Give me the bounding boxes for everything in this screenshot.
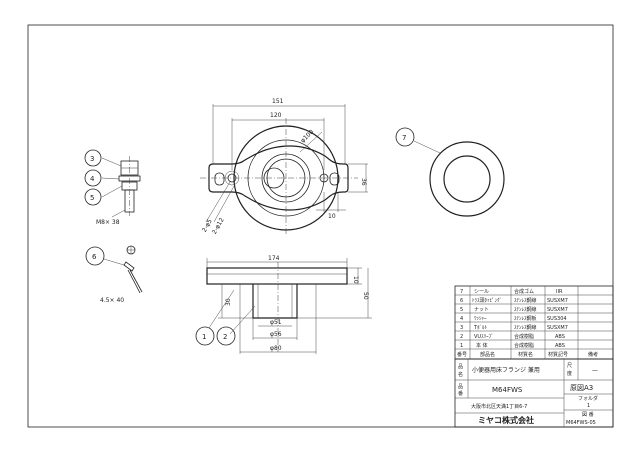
bolt-hole-right: [319, 173, 329, 183]
part-spec-5: SUSXM7: [547, 307, 568, 313]
part-name-1: 本 体: [476, 342, 488, 349]
part-name-3: Tﾎﾞﾙﾄ: [473, 324, 488, 331]
seal-outer: [429, 141, 505, 217]
part-spec-7: IIR: [556, 289, 563, 295]
slot-left: [214, 172, 225, 186]
title-block: 品 名 小便器用床フランジ 兼用 尺 度 — 品 番 M64FWS 原図A3 大…: [454, 358, 614, 428]
header-spec: 材質記号: [548, 351, 568, 358]
dim-diameter-56: φ56: [270, 331, 282, 338]
screw-head: [123, 261, 135, 272]
part-name-5: ナット: [474, 307, 489, 313]
flange-side: [206, 267, 348, 285]
tb-scale-label-b: 度: [567, 370, 572, 377]
part-material-3: ｽﾃﾝﾚｽ鋼線: [514, 324, 537, 331]
part-spec-2: ABS: [555, 334, 565, 340]
part-name-6: ﾄﾗｽ頭ﾀｯﾋﾟﾝｸﾞ: [472, 297, 502, 304]
paper-size: 原図A3: [570, 384, 593, 392]
seal-inner: [443, 155, 491, 203]
part-name-4: ﾜｯｼｬｰ: [474, 316, 487, 322]
part-no-5: 5: [460, 307, 463, 313]
dim-diameter-80: φ80: [270, 345, 282, 352]
bolt-detail: M8× 38: [96, 156, 141, 226]
dim-hole-b: 2-φ12: [211, 217, 226, 236]
part-name-2: VUｽﾘｰﾌﾞ: [474, 333, 494, 340]
part-spec-3: SUSXM7: [547, 325, 568, 331]
part-no-1: 1: [460, 343, 463, 349]
part-spec-4: SUS304: [547, 316, 567, 322]
model-number: M64FWS: [492, 386, 523, 394]
flange-outline: [208, 145, 349, 211]
sheet-border: [27, 24, 614, 428]
part-material-2: 合成樹脂: [514, 333, 534, 340]
part-no-6: 6: [460, 298, 463, 304]
balloon-7: 7: [402, 134, 406, 142]
dim-bottom-width: 174: [268, 255, 280, 262]
part-no-2: 2: [460, 334, 463, 340]
tb-model-label-b: 番: [458, 390, 463, 397]
part-spec-6: SUSXM7: [547, 298, 568, 304]
product-name: 小便器用床フランジ 兼用: [472, 366, 540, 374]
drawing-label: 図 番: [582, 411, 594, 418]
drawing-number: M64FWS-05: [566, 420, 596, 426]
screw-detail: 4.5× 40: [100, 245, 143, 304]
balloon-5: 5: [90, 194, 94, 202]
header-remark: 備考: [588, 351, 598, 358]
header-name: 部品名: [480, 351, 495, 358]
balloon-2: 2: [223, 333, 227, 341]
parts-table: 7 シール 合成ゴム IIR 6 ﾄﾗｽ頭ﾀｯﾋﾟﾝｸﾞ ｽﾃﾝﾚｽ鋼線 SUS…: [454, 285, 614, 360]
dim-height-50: 50: [362, 292, 369, 300]
dim-diameter-51: φ51: [270, 319, 282, 326]
part-material-6: ｽﾃﾝﾚｽ鋼線: [514, 297, 537, 304]
part-spec-1: ABS: [555, 343, 565, 349]
header-no: 番号: [457, 351, 467, 358]
part-no-7: 7: [460, 289, 463, 295]
balloon-3: 3: [90, 155, 94, 163]
balloon-1: 1: [202, 333, 206, 341]
part-material-1: 合成樹脂: [514, 342, 534, 349]
part-no-4: 4: [460, 316, 463, 322]
tb-name-label-b: 名: [458, 371, 463, 378]
tb-model-label-a: 品: [458, 384, 463, 390]
balloon-4: 4: [90, 175, 95, 183]
part-material-7: 合成ゴム: [514, 288, 534, 295]
header-material: 材質名: [518, 351, 533, 358]
part-material-5: ｽﾃﾝﾚｽ鋼線: [514, 306, 537, 313]
part-name-7: シール: [474, 289, 489, 295]
top-view: 151 120 φ100 36 10 2-φ5 2-φ12: [200, 98, 368, 236]
slot-right: [329, 172, 340, 186]
folder-value: 1: [587, 403, 590, 409]
sleeve-side: [252, 284, 298, 319]
dim-offset-10: 10: [328, 213, 336, 220]
part-no-3: 3: [460, 325, 463, 331]
dim-diameter-100: φ100: [299, 128, 315, 144]
balloon-6: 6: [92, 253, 97, 261]
tb-scale-label-a: 尺: [567, 363, 572, 369]
dim-height-10: 10: [352, 276, 359, 284]
company-address: 大阪市北区天満1丁目6-7: [471, 403, 527, 410]
side-view: 174 10 50 30 φ51 φ56 φ80: [206, 255, 372, 354]
scale-value: —: [592, 367, 598, 374]
screw-size-label: 4.5× 40: [100, 297, 124, 304]
dim-height-30: 30: [225, 298, 232, 306]
dim-height-36: 36: [360, 178, 367, 186]
company-name: ミヤコ株式会社: [478, 415, 534, 425]
part-material-4: ｽﾃﾝﾚｽ鋼板: [514, 315, 537, 322]
tb-name-label-a: 品: [458, 364, 463, 370]
balloons: 3 4 5 6 7 1 2: [84, 127, 415, 346]
dim-top-width: 151: [272, 98, 284, 105]
dim-top-inner: 120: [270, 112, 282, 119]
bolt-size-label: M8× 38: [96, 219, 120, 226]
folder-label: フォルダ: [578, 395, 598, 402]
seal-detail: [413, 140, 505, 217]
